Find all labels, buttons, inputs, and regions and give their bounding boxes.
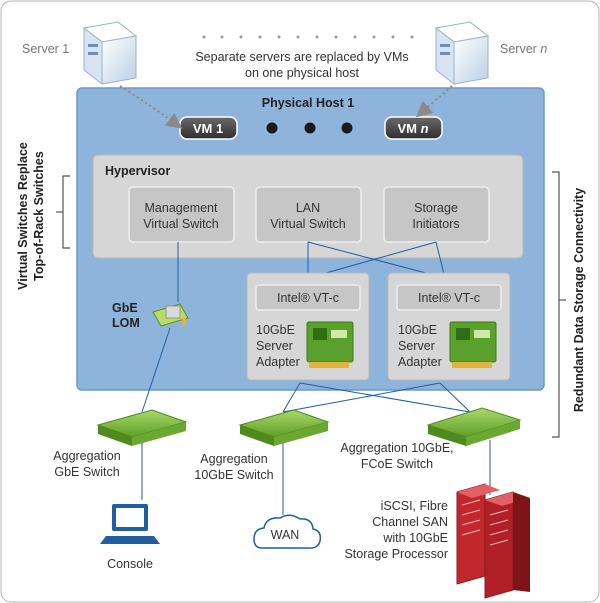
vmn-box [384,116,443,140]
san-storage-icon [456,483,530,599]
console-icon [100,504,160,544]
vm-dot-2 [304,122,316,134]
san-line1: iSCSI, Fibre [381,499,448,513]
adapter1-line3: Adapter [256,355,300,369]
san-line4: Storage Processor [344,547,448,561]
adapter2-vtc-box [396,284,502,311]
adapter2-line1: 10GbE [398,323,437,337]
tengbe-switch-line2: 10GbE Switch [194,468,273,482]
servern-icon [434,21,490,86]
link-adapter1-fcoe [299,382,471,413]
left-side-line1: Virtual Switches Replace [16,142,30,290]
san-line2: Channel SAN [372,515,448,529]
right-side-label: Redundant Data Storage Connectivity [572,188,586,412]
adapter1-vtc: Intel® VT-c [277,291,339,305]
tengbe-switch-icon [238,409,330,446]
vmn-label: VM n [397,121,428,136]
servers-note-line1: Separate servers are replaced by VMs [195,50,408,64]
left-side-line2: Top-of-Rack Switches [32,151,46,281]
adapter2-vtc: Intel® VT-c [418,291,480,305]
adapter2-card-icon [449,321,497,368]
gbe-switch-icon [96,409,188,446]
lan-line2: Virtual Switch [270,217,346,231]
link-adapter2-10gbe [282,382,441,413]
servern-label: Server n [500,42,547,56]
vm1-label: VM 1 [193,121,223,136]
management-virtual-switch-box [128,186,235,243]
tengbe-switch-line1: Aggregation [200,452,267,466]
fcoe-switch-line2: FCoE Switch [361,457,433,471]
fcoe-switch-icon [426,407,522,446]
arrow-servern-vmn [415,85,453,118]
servers-note-line2: on one physical host [245,66,359,80]
link-adapter2-fcoe [439,382,471,413]
fcoe-switch-line1: Aggregation 10GbE, [340,441,453,455]
lan-line1: LAN [296,201,320,215]
mgmt-line1: Management [145,201,218,215]
connection-lines [141,241,491,515]
gbe-switch-line1: Aggregation [53,449,120,463]
arrow-server1-vm1 [119,85,183,129]
adapter2-line2: Server [398,339,435,353]
link-storage-adapter2 [435,241,446,279]
link-storage-adapter1 [307,241,437,279]
server1-icon [82,21,138,86]
adapter1-line1: 10GbE [256,323,295,337]
server1-label: Server 1 [22,42,69,56]
right-bracket [552,171,560,438]
wan-cloud-icon [253,514,322,549]
storage-line1: Storage [414,201,458,215]
lom-card-icon [152,303,189,327]
physical-host-title: Physical Host 1 [262,96,354,110]
link-lan-adapter2 [307,241,446,279]
wan-label: WAN [271,528,300,542]
vm-dot-1 [266,122,278,134]
san-line3: with 10GbE [382,531,448,545]
mgmt-line2: Virtual Switch [143,217,219,231]
vm-dot-3 [341,122,353,134]
adapter2-line3: Adapter [398,355,442,369]
hypervisor-title: Hypervisor [105,164,170,178]
storage-line2: Initiators [412,217,459,231]
adapter1-vtc-box [255,284,361,311]
gbe-switch-line2: GbE Switch [54,465,119,479]
link-lom-gbe-switch [141,327,171,413]
link-adapter1-10gbe [282,382,301,413]
lom-line1: GbE [112,301,138,315]
adapter1-card-icon [306,321,354,368]
top-dots [202,35,414,39]
adapter1-line2: Server [256,339,293,353]
lom-line2: LOM [112,316,140,330]
console-label: Console [107,557,153,571]
left-bracket [62,175,70,249]
